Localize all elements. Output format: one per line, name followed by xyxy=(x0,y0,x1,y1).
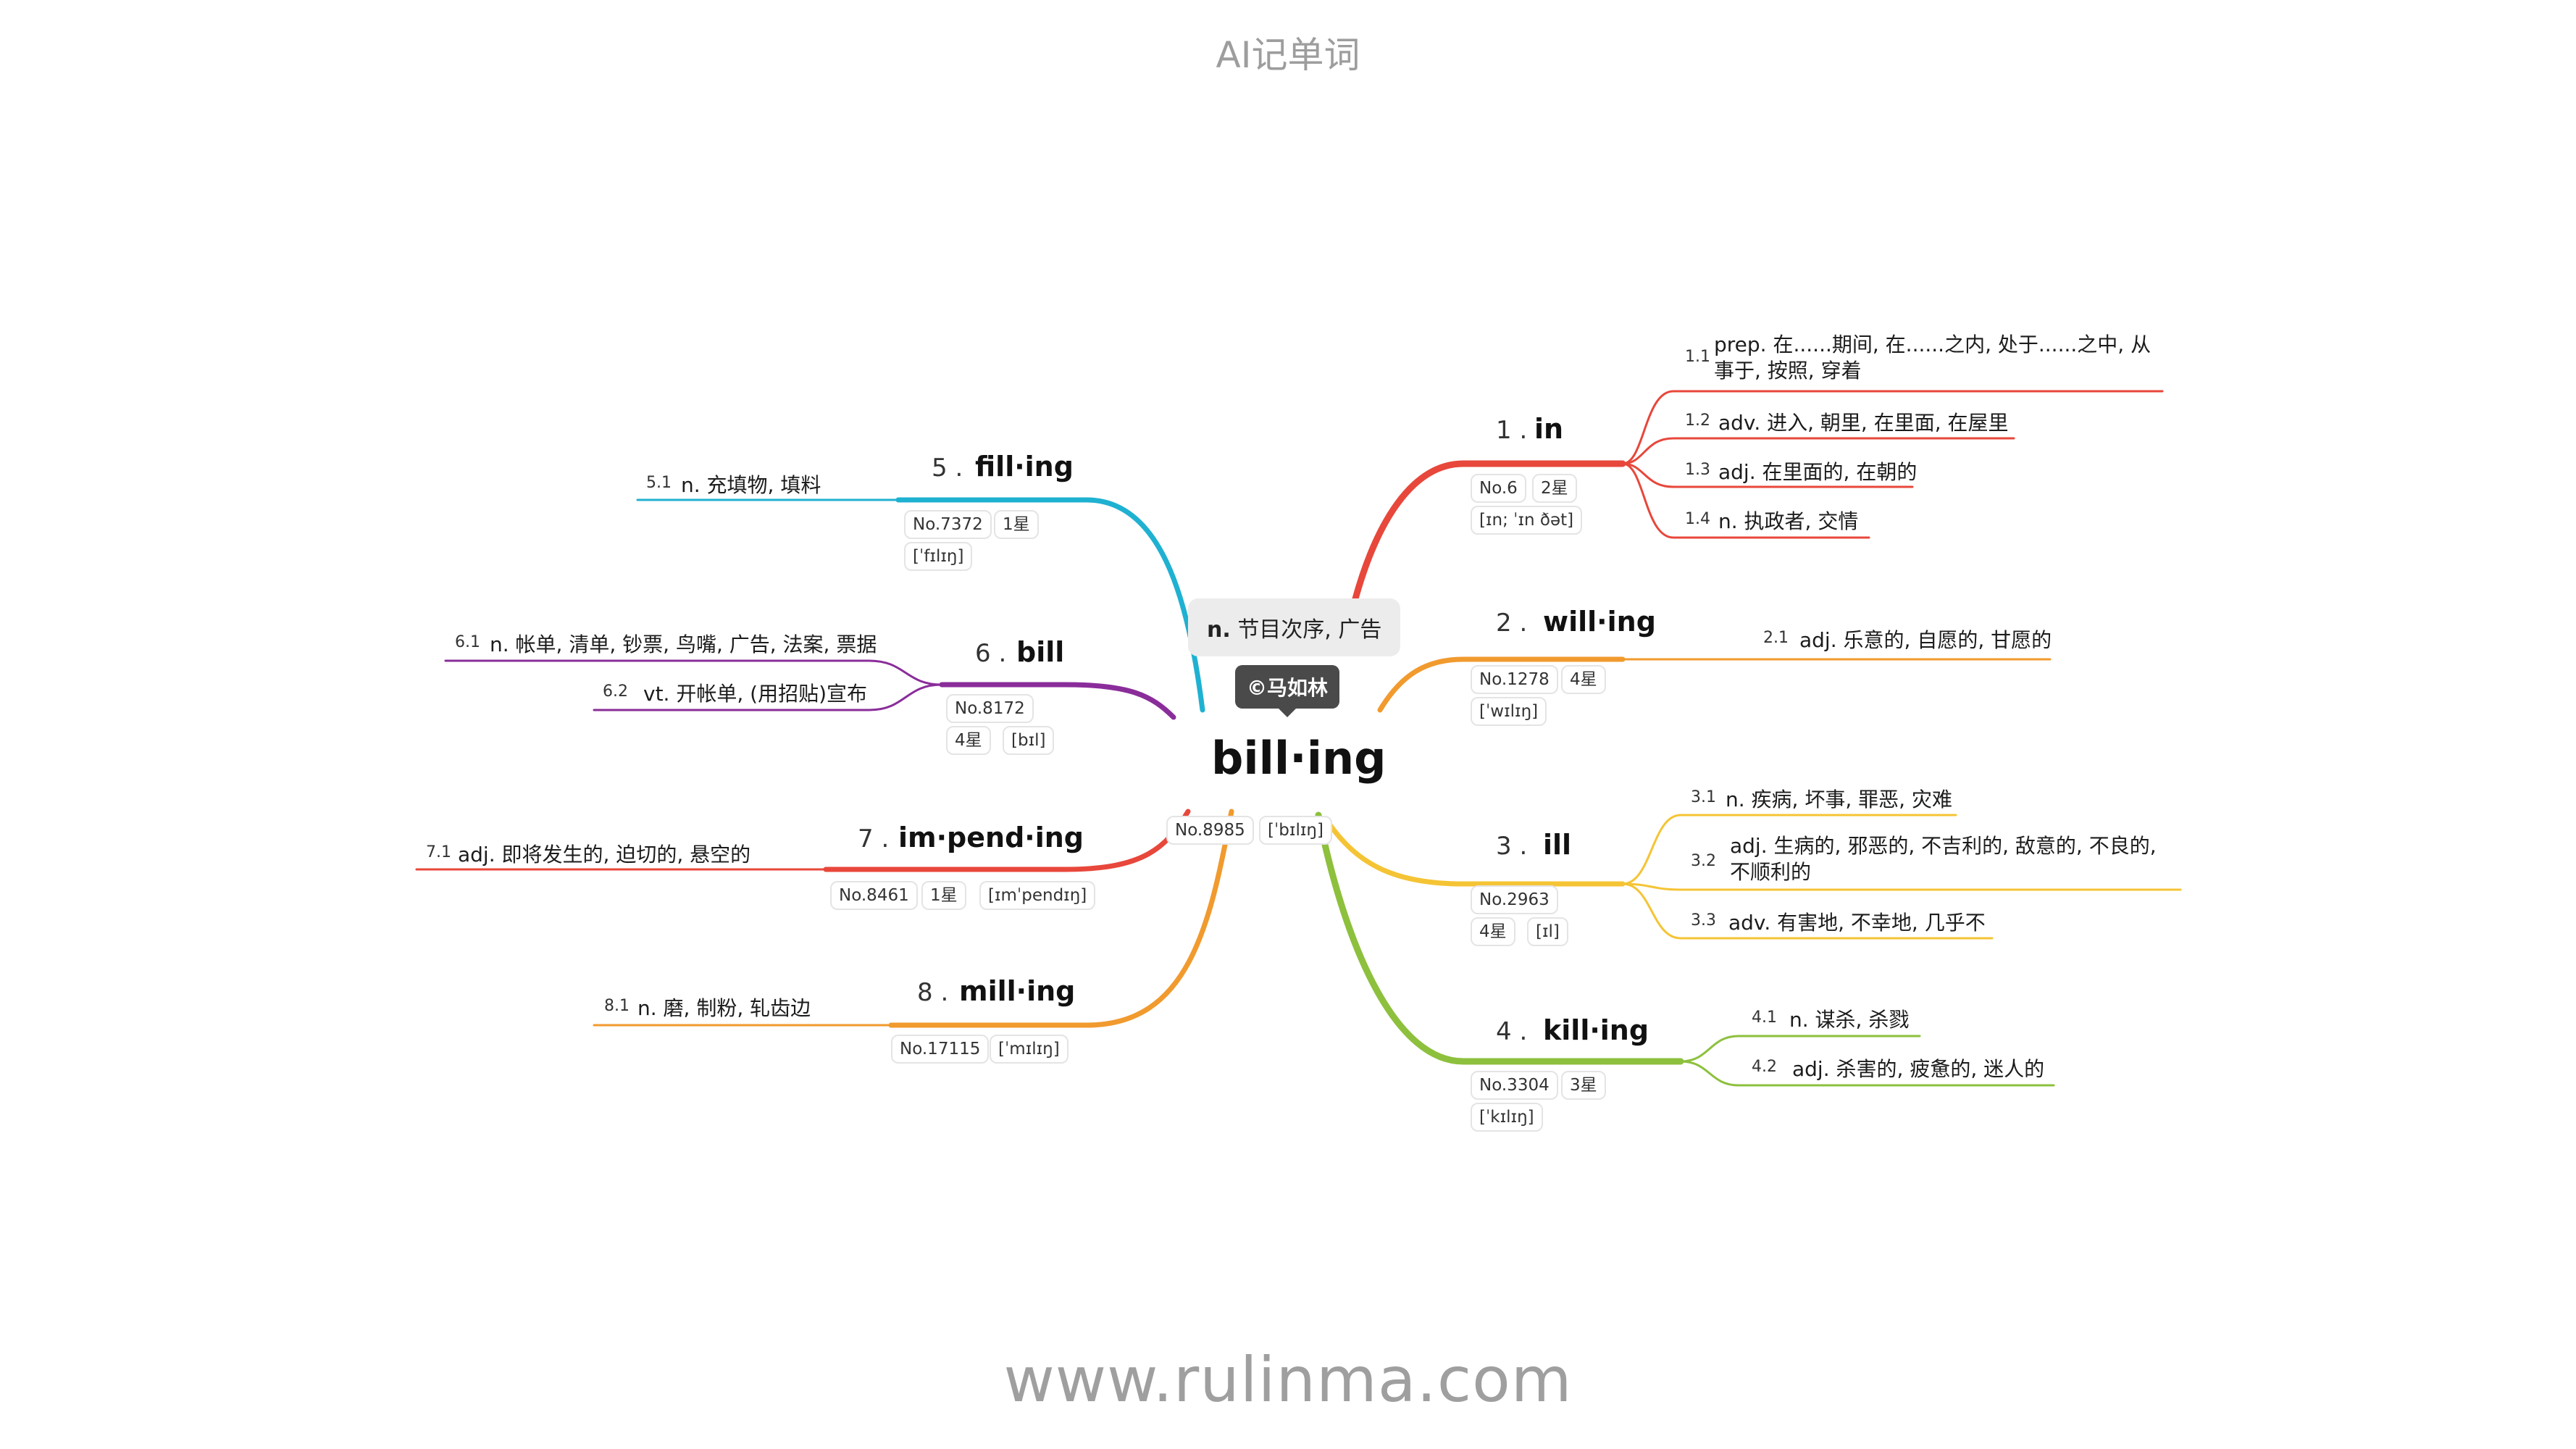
definition-text: adv. 有害地, 不幸地, 几乎不 xyxy=(1728,911,1986,935)
center-pos-meaning: 节目次序, 广告 xyxy=(1237,617,1382,643)
author-tag: ©马如林 xyxy=(1235,665,1340,717)
definition-connector-6 xyxy=(1621,814,1957,885)
word-phonetic-pill: [ˈkɪlɪŋ] xyxy=(1471,1103,1543,1132)
word-phonetic-pill: [ˈfɪlɪŋ] xyxy=(904,542,973,571)
definition-index: 3.2 xyxy=(1691,852,1716,870)
word-stars-pill: 1星 xyxy=(994,510,1039,539)
app-title: AI记单词 xyxy=(1216,34,1360,76)
definition-index: 3.3 xyxy=(1691,911,1716,930)
definition-connector-13 xyxy=(593,683,943,711)
definition-index: 1.4 xyxy=(1685,510,1710,528)
word-phonetic-pill: [ɪn; ˈɪn ðət] xyxy=(1471,506,1583,535)
definition-connector-8 xyxy=(1621,882,1994,940)
definition-text: adj. 在里面的, 在朝的 xyxy=(1718,460,1918,484)
center-phonetic-pill: [ˈbɪlɪŋ] xyxy=(1259,816,1332,845)
word-number-pill: No.7372 xyxy=(904,510,992,539)
word-phonetic-pill: [ˈmɪlɪŋ] xyxy=(990,1035,1069,1064)
definition-index: 6.2 xyxy=(603,682,628,701)
branch-word: ill xyxy=(1543,829,1572,861)
word-stars-pill: 4星 xyxy=(946,726,991,755)
definition-connector-7 xyxy=(1621,882,2182,891)
definition-connector-10 xyxy=(1679,1060,2055,1087)
center-word: bill·ing xyxy=(1211,732,1387,785)
definition-index: 1.3 xyxy=(1685,461,1710,479)
branch-connector-8 xyxy=(888,809,1234,1028)
branch-word: mill·ing xyxy=(959,975,1076,1007)
word-phonetic-pill: [bɪl] xyxy=(1003,726,1055,755)
branch-word: will·ing xyxy=(1543,606,1656,638)
word-number-pill: No.17115 xyxy=(891,1035,990,1064)
branch-word: kill·ing xyxy=(1543,1014,1649,1046)
definition-index: 3.1 xyxy=(1691,788,1716,806)
branch-index: 5 . xyxy=(932,454,963,483)
definition-text: n. 执政者, 交情 xyxy=(1718,509,1859,533)
word-stars-pill: 2星 xyxy=(1532,474,1577,503)
definition-index: 5.1 xyxy=(646,474,672,492)
word-stars-pill: 4星 xyxy=(1561,665,1606,694)
branch-index: 8 . xyxy=(917,978,949,1007)
word-number-pill: No.2963 xyxy=(1471,885,1558,914)
word-number-pill: No.1278 xyxy=(1471,665,1558,694)
definition-text: n. 充填物, 填料 xyxy=(681,473,821,497)
definition-connector-2 xyxy=(1621,437,2015,465)
definition-connector-1 xyxy=(1621,390,2164,465)
definition-text: adj. 杀害的, 疲惫的, 迷人的 xyxy=(1792,1057,2045,1081)
definition-text: vt. 开帐单, (用招贴)宣布 xyxy=(643,682,867,706)
definition-index: 4.1 xyxy=(1752,1009,1777,1027)
definition-index: 2.1 xyxy=(1763,629,1789,647)
branch-index: 1 . xyxy=(1496,416,1528,445)
definition-connector-3 xyxy=(1621,462,1914,488)
center-pos-box: n. 节目次序, 广告 xyxy=(1188,598,1401,656)
branch-word: bill xyxy=(1016,636,1065,668)
branch-connector-2 xyxy=(1377,656,1626,713)
definition-index: 1.2 xyxy=(1685,412,1710,430)
branch-word: fill·ing xyxy=(975,451,1074,483)
branch-connector-4 xyxy=(1315,811,1684,1065)
definition-text: adj. 即将发生的, 迫切的, 悬空的 xyxy=(458,843,751,867)
word-stars-pill: 1星 xyxy=(921,881,966,910)
center-pos-abbr: n. xyxy=(1207,617,1231,643)
branch-word: in xyxy=(1534,413,1564,445)
watermark: www.rulinma.com xyxy=(1003,1344,1573,1416)
definition-index: 1.1 xyxy=(1685,348,1710,366)
definition-text: n. 谋杀, 杀戮 xyxy=(1789,1008,1910,1032)
branch-index: 6 . xyxy=(975,639,1007,668)
branch-index: 2 . xyxy=(1496,609,1528,638)
branch-index: 4 . xyxy=(1496,1017,1528,1046)
word-stars-pill: 4星 xyxy=(1471,917,1515,946)
word-phonetic-pill: [ɪl] xyxy=(1527,917,1568,946)
definition-text: adv. 进入, 朝里, 在里面, 在屋里 xyxy=(1718,411,2009,435)
definition-index: 6.1 xyxy=(455,633,480,651)
branch-connector-5 xyxy=(895,497,1205,713)
definition-text: n. 疾病, 坏事, 罪恶, 灾难 xyxy=(1726,788,1952,811)
branch-index: 7 . xyxy=(858,824,890,853)
word-stars-pill: 3星 xyxy=(1561,1071,1606,1100)
definition-text: n. 磨, 制粉, 轧齿边 xyxy=(637,996,811,1020)
word-phonetic-pill: [ˈwɪlɪŋ] xyxy=(1471,697,1547,726)
definition-connector-12 xyxy=(444,659,943,686)
branch-index: 3 . xyxy=(1496,832,1528,861)
definition-text: n. 帐单, 清单, 钞票, 鸟嘴, 广告, 法案, 票据 xyxy=(490,632,877,656)
word-number-pill: No.6 xyxy=(1471,474,1526,503)
definition-connector-9 xyxy=(1679,1035,1921,1063)
definition-text: adj. 乐意的, 自愿的, 甘愿的 xyxy=(1799,628,2052,652)
branch-connector-1 xyxy=(1351,460,1626,605)
branch-word: im·pend·ing xyxy=(898,822,1084,853)
definition-index: 4.2 xyxy=(1752,1058,1777,1076)
definition-text: adj. 生病的, 邪恶的, 不吉利的, 敌意的, 不良的, 不顺利的 xyxy=(1730,834,2157,884)
word-number-pill: No.8461 xyxy=(830,881,918,910)
word-number-pill: No.3304 xyxy=(1471,1071,1558,1100)
branch-connector-3 xyxy=(1323,816,1626,887)
center-number-pill: No.8985 xyxy=(1166,816,1254,845)
word-number-pill: No.8172 xyxy=(946,694,1034,723)
branch-connector-6 xyxy=(939,682,1176,720)
definition-text: prep. 在......期间, 在......之内, 处于......之中, … xyxy=(1714,333,2151,383)
word-phonetic-pill: [ɪmˈpendɪŋ] xyxy=(979,881,1096,910)
definition-index: 7.1 xyxy=(426,843,451,861)
definition-index: 8.1 xyxy=(604,997,630,1015)
definition-connector-4 xyxy=(1621,462,1870,539)
